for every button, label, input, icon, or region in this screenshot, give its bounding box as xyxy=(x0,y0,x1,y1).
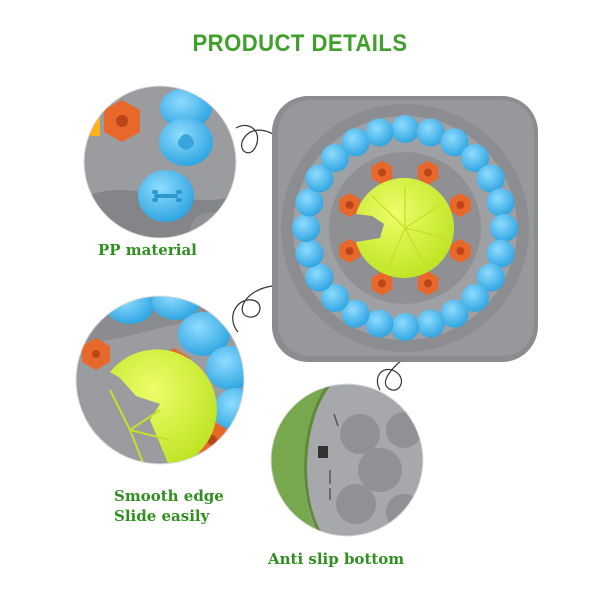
connector-line-3 xyxy=(376,355,409,391)
blue-cap xyxy=(295,188,324,217)
blue-cap xyxy=(440,299,469,328)
connector-line-1 xyxy=(235,124,283,154)
orange-knobs xyxy=(339,160,471,296)
page-title: PRODUCT DETAILS xyxy=(192,30,408,57)
feature-label-pp-material: PP material xyxy=(98,241,197,259)
orange-knob xyxy=(417,160,439,185)
blue-cap xyxy=(486,239,515,268)
blue-cap xyxy=(321,284,349,312)
blue-cap xyxy=(416,118,445,147)
zoom-smooth-edge xyxy=(76,296,244,464)
blue-cap xyxy=(365,309,394,338)
blue-cap xyxy=(341,299,370,328)
blue-cap xyxy=(305,263,334,292)
blue-cap xyxy=(461,284,489,312)
orange-knob xyxy=(371,271,393,296)
blue-cap xyxy=(305,164,334,193)
orange-knob xyxy=(339,193,360,217)
blue-cap xyxy=(295,239,324,268)
blue-cap xyxy=(365,118,394,147)
blue-cap xyxy=(440,128,469,157)
feature-label-smooth-edge: Smooth edge xyxy=(114,487,224,505)
blue-cap xyxy=(486,188,515,217)
feature-label-anti-slip: Anti slip bottom xyxy=(268,550,405,568)
blue-cap xyxy=(391,115,419,143)
orange-knob xyxy=(371,160,393,185)
orange-knob xyxy=(450,193,471,217)
blue-cap xyxy=(341,128,370,157)
blue-cap xyxy=(292,214,320,242)
connector-line-2 xyxy=(232,285,273,333)
blue-caps xyxy=(292,115,518,341)
blue-cap xyxy=(391,313,419,341)
blue-cap xyxy=(490,214,518,242)
feature-label-slide-easily: Slide easily xyxy=(114,507,210,525)
blue-cap xyxy=(461,144,489,172)
blue-cap xyxy=(416,309,445,338)
zoom-pp-material xyxy=(84,86,236,238)
blue-cap xyxy=(476,263,505,292)
puzzle-tray xyxy=(272,96,538,362)
orange-knob xyxy=(339,239,360,263)
orange-knob xyxy=(450,239,471,263)
zoom-anti-slip-bottom xyxy=(271,384,423,536)
blue-cap xyxy=(476,164,505,193)
orange-knob xyxy=(417,271,439,296)
blue-cap xyxy=(321,144,349,172)
